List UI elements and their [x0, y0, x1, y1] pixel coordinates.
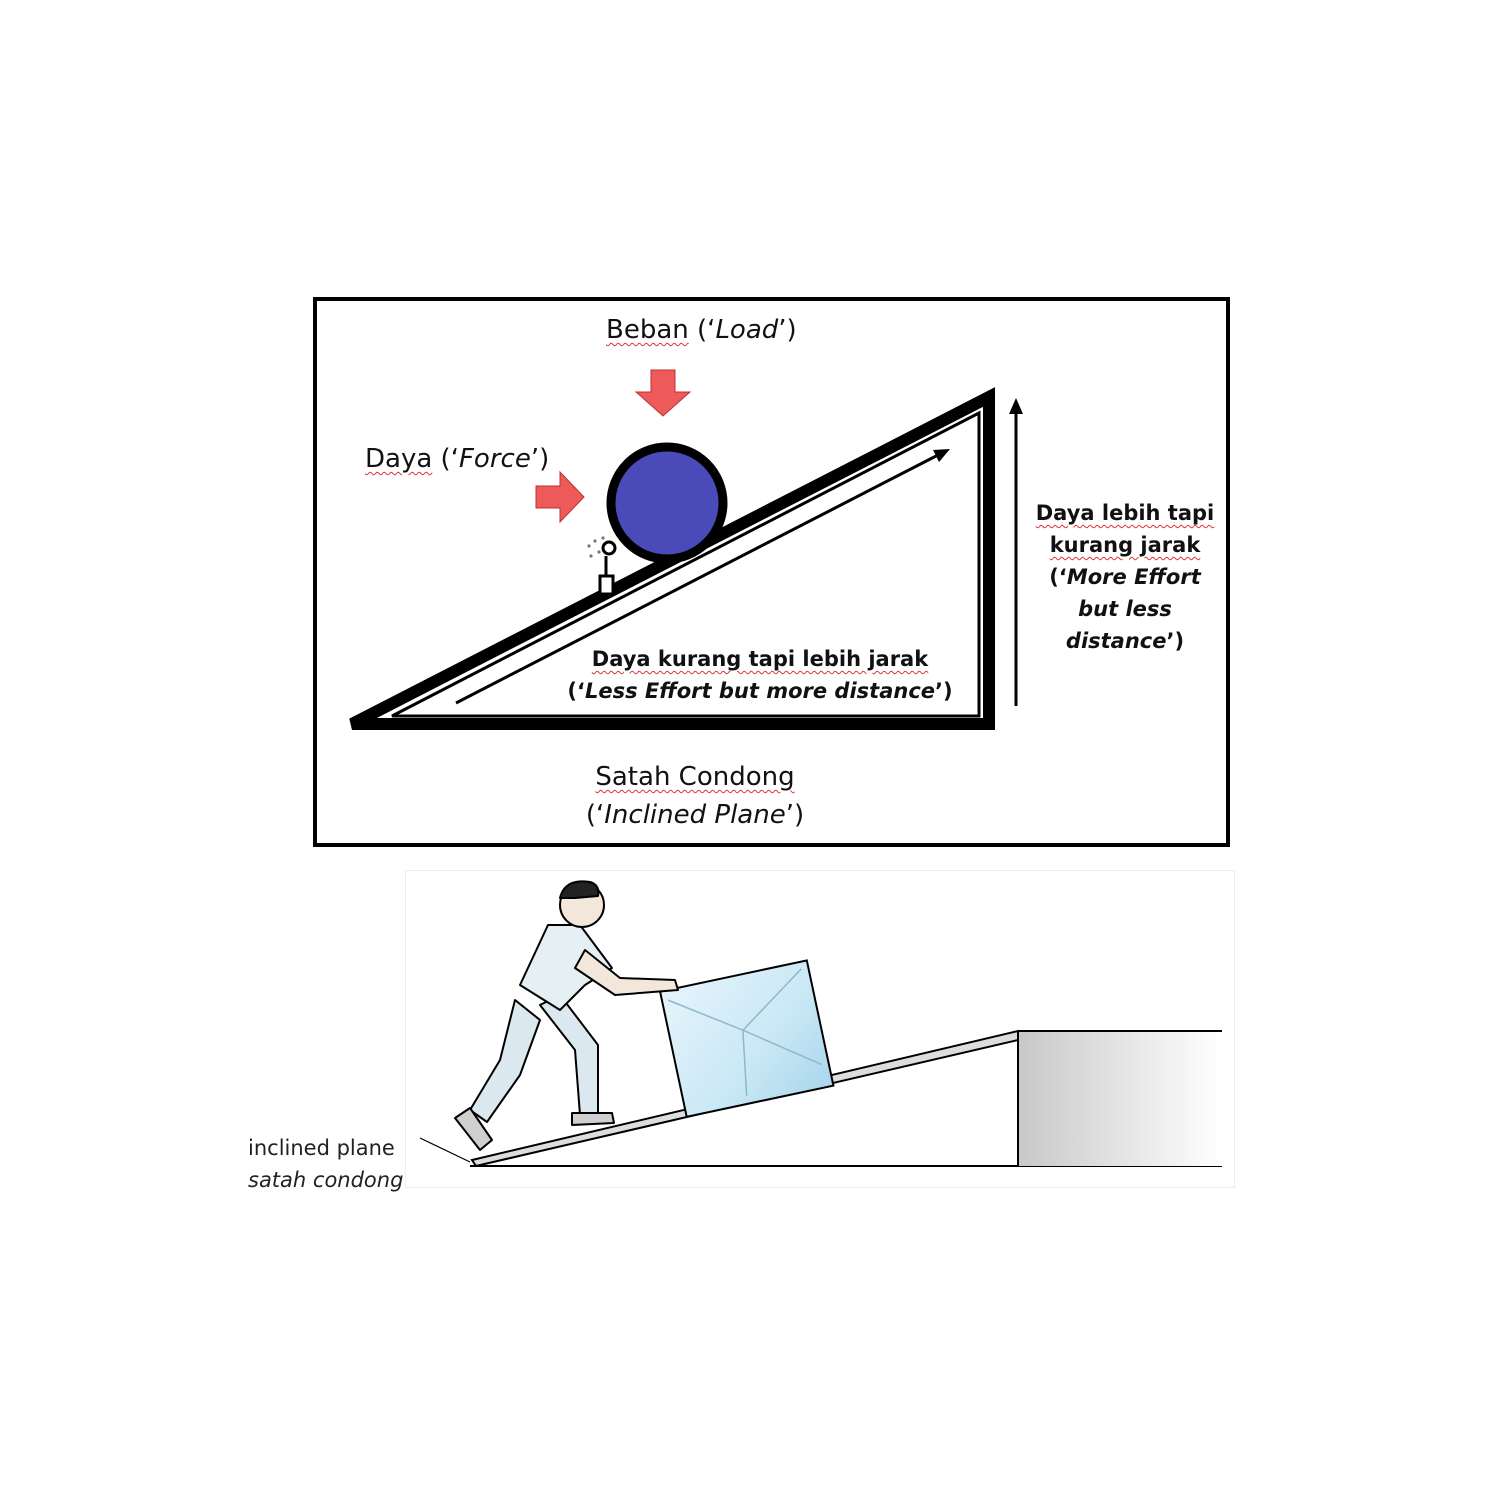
inclined-plane-diagram-frame: [313, 297, 1230, 847]
vertical-label: Daya lebih tapi kurang jarak (‘More Effo…: [1035, 501, 1215, 653]
person-pushing: [454, 880, 679, 1151]
force-label: Daya (‘Force’): [365, 444, 550, 474]
illustration-caption: inclined plane satah condong: [248, 1136, 404, 1192]
slope-arrow: [455, 452, 941, 705]
load-label: Beban (‘Load’): [606, 315, 797, 345]
slope-label: Daya kurang tapi lebih jarak (‘Less Effo…: [567, 647, 953, 703]
ball-load: [606, 442, 728, 564]
diagram-title: Satah Condong (‘Inclined Plane’): [585, 762, 805, 830]
load-arrow: [634, 369, 692, 417]
box: [658, 959, 835, 1118]
chock-stopper: [598, 540, 617, 596]
force-arrow: [535, 470, 585, 524]
illustration-frame: [405, 870, 1235, 1188]
platform: [1018, 1031, 1222, 1166]
